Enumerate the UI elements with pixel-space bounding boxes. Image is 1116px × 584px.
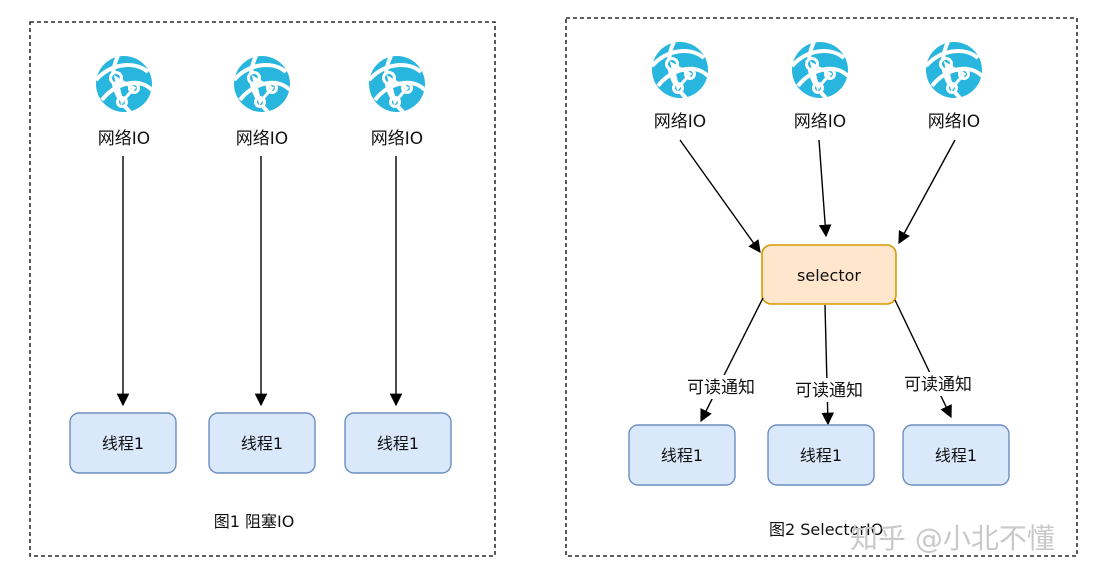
selector-io-panel	[565, 17, 1078, 557]
network-globe-icon	[232, 54, 292, 114]
edge-label-backdrop	[788, 378, 872, 402]
notify-label: 可读通知	[904, 375, 972, 395]
edge-label-backdrop	[897, 372, 981, 396]
thread-box	[767, 424, 875, 486]
network-io-label: 网络IO	[654, 112, 706, 132]
thread-label: 线程1	[102, 434, 144, 453]
event-arrow	[679, 139, 761, 254]
notify-arrow	[894, 299, 952, 419]
network-io-label: 网络IO	[794, 112, 846, 132]
thread-box	[628, 424, 736, 486]
thread-label: 线程1	[800, 446, 842, 465]
notify-label: 可读通知	[795, 381, 863, 401]
thread-box	[902, 424, 1010, 486]
notify-label: 可读通知	[687, 378, 755, 398]
network-globe-icon	[94, 54, 154, 114]
thread-label: 线程1	[935, 446, 977, 465]
figure-caption: 图2 SelectorIO	[769, 520, 883, 539]
thread-box	[69, 412, 177, 474]
event-arrow	[818, 139, 832, 238]
network-globe-icon	[650, 40, 710, 100]
thread-label: 线程1	[661, 446, 703, 465]
thread-label: 线程1	[241, 434, 283, 453]
network-globe-icon	[924, 40, 984, 100]
network-io-label: 网络IO	[371, 129, 423, 149]
selector-box	[761, 244, 897, 305]
selector-label: selector	[797, 266, 861, 285]
network-globe-icon	[790, 40, 850, 100]
network-globe-icon	[367, 54, 427, 114]
thread-box	[344, 412, 452, 474]
thread-box	[208, 412, 316, 474]
event-arrow	[898, 139, 956, 245]
thread-label: 线程1	[377, 434, 419, 453]
notify-arrow	[700, 297, 764, 423]
blocking-io-panel	[29, 21, 496, 557]
network-io-label: 网络IO	[928, 112, 980, 132]
edge-label-backdrop	[680, 375, 764, 399]
notify-arrow	[821, 304, 835, 426]
watermark: 知乎 @小北不懂	[850, 522, 1055, 555]
figure-caption: 图1 阻塞IO	[214, 512, 295, 531]
network-io-label: 网络IO	[236, 129, 288, 149]
network-io-label: 网络IO	[98, 129, 150, 149]
